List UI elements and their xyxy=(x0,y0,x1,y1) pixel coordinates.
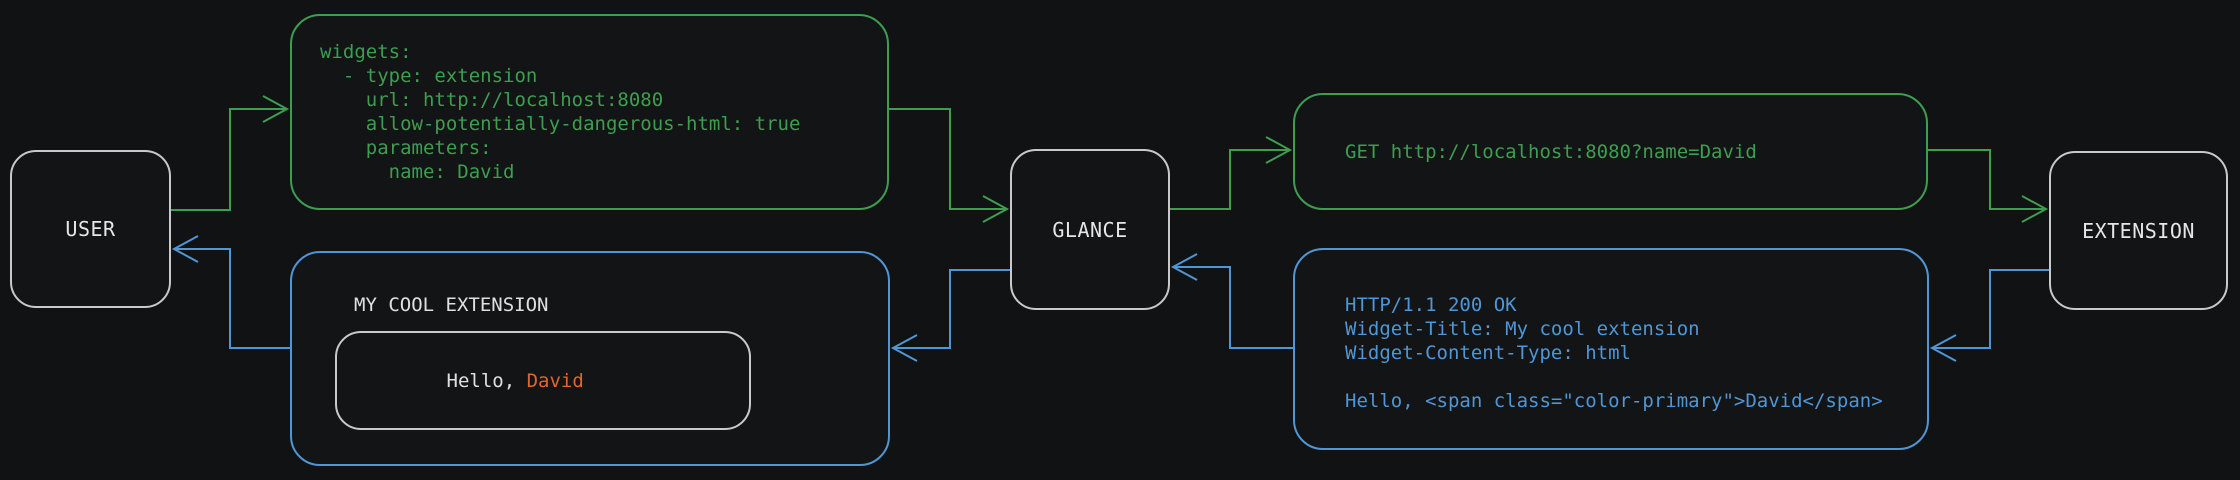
node-glance-label: GLANCE xyxy=(1052,217,1128,242)
response-line: Widget-Content-Type: html xyxy=(1345,342,1631,364)
arrow-user-to-config xyxy=(171,95,290,211)
node-user-label: USER xyxy=(65,217,116,241)
arrow-response-to-glance xyxy=(1170,253,1293,349)
arrow-config-to-glance xyxy=(889,108,1010,223)
arrow-widget-to-user xyxy=(171,235,290,349)
response-line xyxy=(1345,365,1883,389)
config-line: allow-potentially-dangerous-html: true xyxy=(320,113,801,135)
arrow-glance-to-request xyxy=(1170,136,1293,210)
arrow-glance-to-widget xyxy=(890,269,1010,362)
response-line: Widget-Title: My cool extension xyxy=(1345,318,1700,340)
node-user: USER xyxy=(10,150,171,308)
http-request-box: GET http://localhost:8080?name=David xyxy=(1293,93,1928,210)
http-response-box: HTTP/1.1 200 OK Widget-Title: My cool ex… xyxy=(1293,248,1929,450)
arrow-request-to-extension xyxy=(1928,149,2049,223)
hello-prefix-text: Hello, xyxy=(446,369,527,392)
response-line: HTTP/1.1 200 OK xyxy=(1345,294,1517,316)
node-glance: GLANCE xyxy=(1010,149,1170,310)
config-line: url: http://localhost:8080 xyxy=(320,89,664,111)
config-line: name: David xyxy=(320,161,515,183)
widget-content-box: Hello, David xyxy=(335,331,751,430)
config-yaml-code: widgets: - type: extension url: http://l… xyxy=(320,40,800,184)
http-request-line: GET http://localhost:8080?name=David xyxy=(1345,140,1757,163)
widget-hello-line: Hello, David xyxy=(355,345,584,417)
widget-title: MY COOL EXTENSION xyxy=(354,294,549,316)
hello-name-text: David xyxy=(526,369,584,392)
config-line: - type: extension xyxy=(320,65,538,87)
node-extension: EXTENSION xyxy=(2049,151,2228,310)
node-extension-label: EXTENSION xyxy=(2082,218,2195,243)
rendered-widget-box: MY COOL EXTENSION Hello, David xyxy=(290,251,890,466)
config-yaml-box: widgets: - type: extension url: http://l… xyxy=(290,14,889,210)
arrow-extension-to-response xyxy=(1929,269,2049,362)
http-response-code: HTTP/1.1 200 OK Widget-Title: My cool ex… xyxy=(1345,293,1883,413)
config-line: widgets: xyxy=(320,41,412,63)
response-line: Hello, <span class="color-primary">David… xyxy=(1345,390,1883,412)
config-line: parameters: xyxy=(320,137,492,159)
